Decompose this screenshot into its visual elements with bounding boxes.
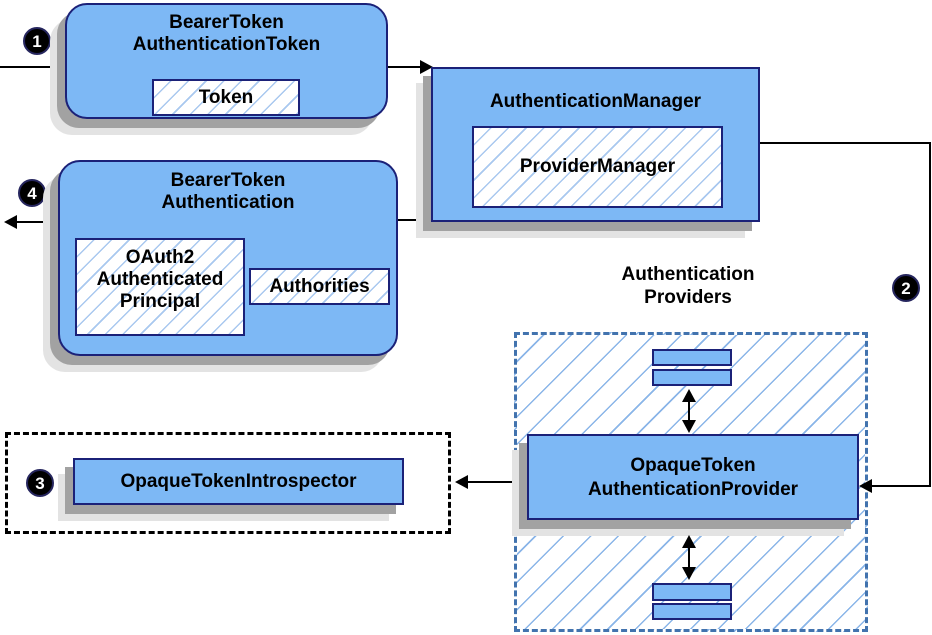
flow-line-request-in <box>0 66 65 68</box>
step-2-badge: 2 <box>892 274 920 302</box>
title-line2: AuthenticationProvider <box>587 479 799 500</box>
provider-manager-label: ProviderManager <box>519 156 676 177</box>
node-bearer-token-authentication-token-title: BearerToken AuthenticationToken <box>67 12 386 56</box>
node-opaque-token-authentication-provider-title: OpaqueToken AuthenticationProvider <box>529 454 857 502</box>
opaque-token-introspector-label: OpaqueTokenIntrospector <box>120 470 357 492</box>
arrowhead-right-icon <box>420 60 433 74</box>
authentication-providers-label-line2: Providers <box>644 287 732 308</box>
node-token: Token <box>152 79 300 116</box>
node-authentication-manager: AuthenticationManager ProviderManager <box>431 67 760 222</box>
node-bearer-token-authentication-title: BearerToken Authentication <box>60 170 396 214</box>
double-arrow-bottom-line <box>688 545 690 573</box>
node-authorities: Authorities <box>249 268 390 305</box>
authentication-providers-label: Authentication Providers <box>570 263 806 309</box>
node-authentication-manager-title: AuthenticationManager <box>489 91 702 112</box>
title-line1: BearerToken <box>169 12 284 33</box>
flow-line-manager-to-authentication <box>398 219 432 221</box>
authorities-label: Authorities <box>269 275 370 297</box>
step-4-badge: 4 <box>18 179 46 207</box>
step-1-number: 1 <box>32 31 42 51</box>
title-line2: AuthenticationToken <box>132 34 321 55</box>
title-line1: OpaqueToken <box>630 455 756 476</box>
provider-placeholder-bar <box>652 583 732 601</box>
node-oauth2-authenticated-principal: OAuth2 Authenticated Principal <box>75 238 245 336</box>
flow-line-token-to-manager <box>388 66 421 68</box>
double-arrow-top-line <box>688 398 690 426</box>
arrowhead-down-icon <box>682 567 696 580</box>
node-bearer-token-authentication: BearerToken Authentication OAuth2 Authen… <box>58 160 398 356</box>
introspector-container <box>5 432 451 534</box>
step-3-number: 3 <box>35 473 45 493</box>
token-label: Token <box>198 86 254 108</box>
title-line1: BearerToken <box>170 170 286 191</box>
arrowhead-up-icon <box>682 389 696 402</box>
authentication-providers-label-line1: Authentication <box>621 264 755 285</box>
principal-line2: Authenticated <box>96 269 224 290</box>
flow-line-authentication-out <box>16 221 58 223</box>
flow-line-step2-horizontal <box>760 142 931 144</box>
step-2-number: 2 <box>901 278 911 298</box>
arrowhead-left-icon <box>859 479 872 493</box>
provider-placeholder-bar <box>652 603 732 620</box>
step-4-number: 4 <box>27 183 37 203</box>
node-bearer-token-authentication-token: BearerToken AuthenticationToken Token <box>65 3 388 119</box>
flow-line-step2-into-provider <box>871 485 931 487</box>
principal-line3: Principal <box>119 291 201 312</box>
arrowhead-down-icon <box>682 420 696 433</box>
step-3-badge: 3 <box>26 469 54 497</box>
arrowhead-left-icon <box>455 475 468 489</box>
node-opaque-token-authentication-provider: OpaqueToken AuthenticationProvider <box>527 434 859 520</box>
oauth2-authenticated-principal-label: OAuth2 Authenticated Principal <box>77 247 243 313</box>
node-opaque-token-introspector: OpaqueTokenIntrospector <box>73 458 404 505</box>
flow-line-provider-to-introspector <box>467 481 527 483</box>
principal-line1: OAuth2 <box>125 247 195 268</box>
arrowhead-left-icon <box>4 215 17 229</box>
title-line2: Authentication <box>161 192 295 213</box>
step-1-badge: 1 <box>23 27 51 55</box>
flow-line-step2-vertical <box>929 142 931 487</box>
provider-placeholder-bar <box>652 349 732 366</box>
arrowhead-up-icon <box>682 535 696 548</box>
provider-placeholder-bar <box>652 369 732 386</box>
node-provider-manager: ProviderManager <box>472 126 723 208</box>
